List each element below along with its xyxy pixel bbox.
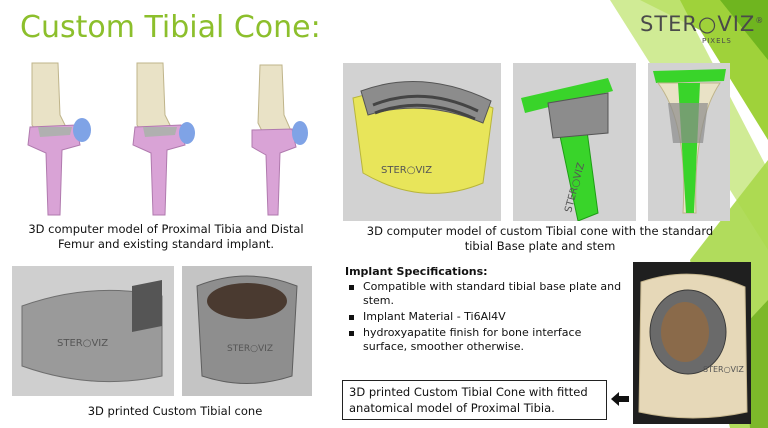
spec-item: Implant Material - Ti6Al4V [349,310,625,324]
watermark-text: STER○VIZ [57,338,108,349]
cone-cad-image-2: STER○VIZ [513,63,636,221]
model-3 [251,64,308,216]
printed-cone-photo-1: STER○VIZ [12,266,174,396]
cone-cad-image-1: STER○VIZ [343,63,501,221]
steroviz-logo: STER○VIZ® PIXELS [640,12,763,48]
spec-item: hydroxyapatite finish for bone interface… [349,326,625,354]
caption-line: tibial Base plate and stem [464,239,616,253]
caption-line: 3D computer model of custom Tibial cone … [366,224,714,238]
caption-line: 3D computer model of Proximal Tibia and … [28,222,304,236]
model-1 [27,62,91,216]
callout-line: 3D printed Custom Tibial Cone with fitte… [349,385,588,399]
arrow-left-icon [611,392,629,406]
callout-line: anatomical model of Proximal Tibia. [349,401,555,415]
watermark-text: STER○VIZ [703,365,744,374]
model-2 [132,62,195,216]
specs-heading: Implant Specifications: [345,265,488,278]
logo-registered: ® [755,16,765,25]
caption-printed-cone: 3D printed Custom Tibial cone [87,404,263,418]
slide-title: Custom Tibial Cone: [20,10,321,45]
logo-sub: PIXELS [702,37,732,45]
watermark-text: STER○VIZ [381,165,432,176]
implant-specifications: Implant Specifications: Compatible with … [345,265,625,356]
logo-word: STER○VIZ [640,12,756,36]
printed-cone-photo-2: STER○VIZ [182,266,312,396]
spec-item: Compatible with standard tibial base pla… [349,280,625,308]
callout-box: 3D printed Custom Tibial Cone with fitte… [342,380,607,420]
caption-line: Femur and existing standard implant. [57,237,275,251]
caption-tibia-model: 3D computer model of Proximal Tibia and … [0,222,332,252]
caption-cone-cad: 3D computer model of custom Tibial cone … [350,224,730,254]
cone-fitted-photo: STER○VIZ [633,262,751,424]
watermark-text: STER○VIZ [227,344,273,354]
cone-cad-image-3 [648,63,730,221]
tibia-femur-models-image [10,55,330,220]
specs-list: Compatible with standard tibial base pla… [345,280,625,354]
